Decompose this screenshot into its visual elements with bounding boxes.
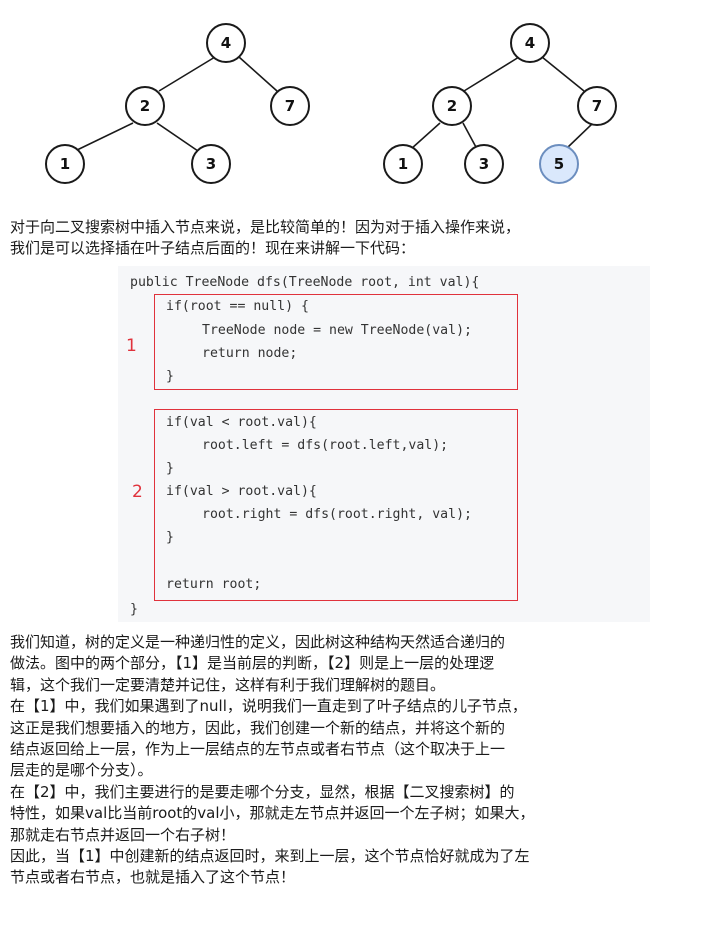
right-tree-node-1: 1 <box>383 144 423 184</box>
code-box-2-label: 2 <box>132 482 143 502</box>
svg-text:4: 4 <box>525 34 535 52</box>
svg-text:2: 2 <box>140 97 150 115</box>
left-tree-node-1: 1 <box>45 144 85 184</box>
code-line: return node; <box>202 346 298 361</box>
svg-text:3: 3 <box>479 155 489 173</box>
code-line: return root; <box>166 577 262 592</box>
right-tree-node-7: 7 <box>577 86 617 126</box>
left-tree-node-2: 2 <box>125 86 165 126</box>
edge <box>462 122 478 150</box>
left-tree-node-4: 4 <box>206 23 246 63</box>
code-line: } <box>130 602 138 617</box>
code-line: } <box>166 369 174 384</box>
edge <box>156 122 199 152</box>
svg-text:4: 4 <box>221 34 231 52</box>
code-line: if(root == null) { <box>166 299 309 314</box>
code-line: if(val < root.val){ <box>166 415 317 430</box>
svg-text:3: 3 <box>206 155 216 173</box>
code-box-1 <box>154 294 518 390</box>
code-line: root.right = dfs(root.right, val); <box>202 507 472 522</box>
edge <box>158 56 216 92</box>
code-line: } <box>166 461 174 476</box>
edge <box>74 122 134 152</box>
code-line: TreeNode node = new TreeNode(val); <box>202 323 472 338</box>
right-tree-node-2: 2 <box>432 86 472 126</box>
left-tree-node-3: 3 <box>191 144 231 184</box>
code-line: root.left = dfs(root.left,val); <box>202 438 449 453</box>
explanation-paragraph: 我们知道，树的定义是一种递归性的定义，因此树这种结构天然适合递归的 做法。图中的… <box>10 633 535 887</box>
edge <box>463 56 520 92</box>
svg-text:5: 5 <box>554 155 564 173</box>
left-tree-node-7: 7 <box>270 86 310 126</box>
svg-text:7: 7 <box>285 97 295 115</box>
svg-text:1: 1 <box>60 155 70 173</box>
edge <box>410 122 441 150</box>
code-line: if(val > root.val){ <box>166 484 317 499</box>
svg-text:2: 2 <box>447 97 457 115</box>
intro-paragraph: 对于向二叉搜索树中插入节点来说，是比较简单的！因为对于插入操作来说， 我们是可以… <box>10 218 521 257</box>
right-tree-node-3: 3 <box>464 144 504 184</box>
code-line: } <box>166 530 174 545</box>
edge <box>566 123 593 149</box>
svg-text:7: 7 <box>592 97 602 115</box>
edge <box>238 56 278 92</box>
right-tree-node-5-inserted: 5 <box>539 144 579 184</box>
right-tree-node-4: 4 <box>510 23 550 63</box>
svg-text:1: 1 <box>398 155 408 173</box>
code-block: public TreeNode dfs(TreeNode root, int v… <box>118 266 650 622</box>
tree-diagrams: 4 2 7 1 3 4 2 7 1 3 5 <box>45 23 617 184</box>
code-box-1-label: 1 <box>126 336 137 356</box>
edge <box>541 56 585 92</box>
code-line: public TreeNode dfs(TreeNode root, int v… <box>130 275 480 290</box>
code-box-2 <box>154 409 518 601</box>
